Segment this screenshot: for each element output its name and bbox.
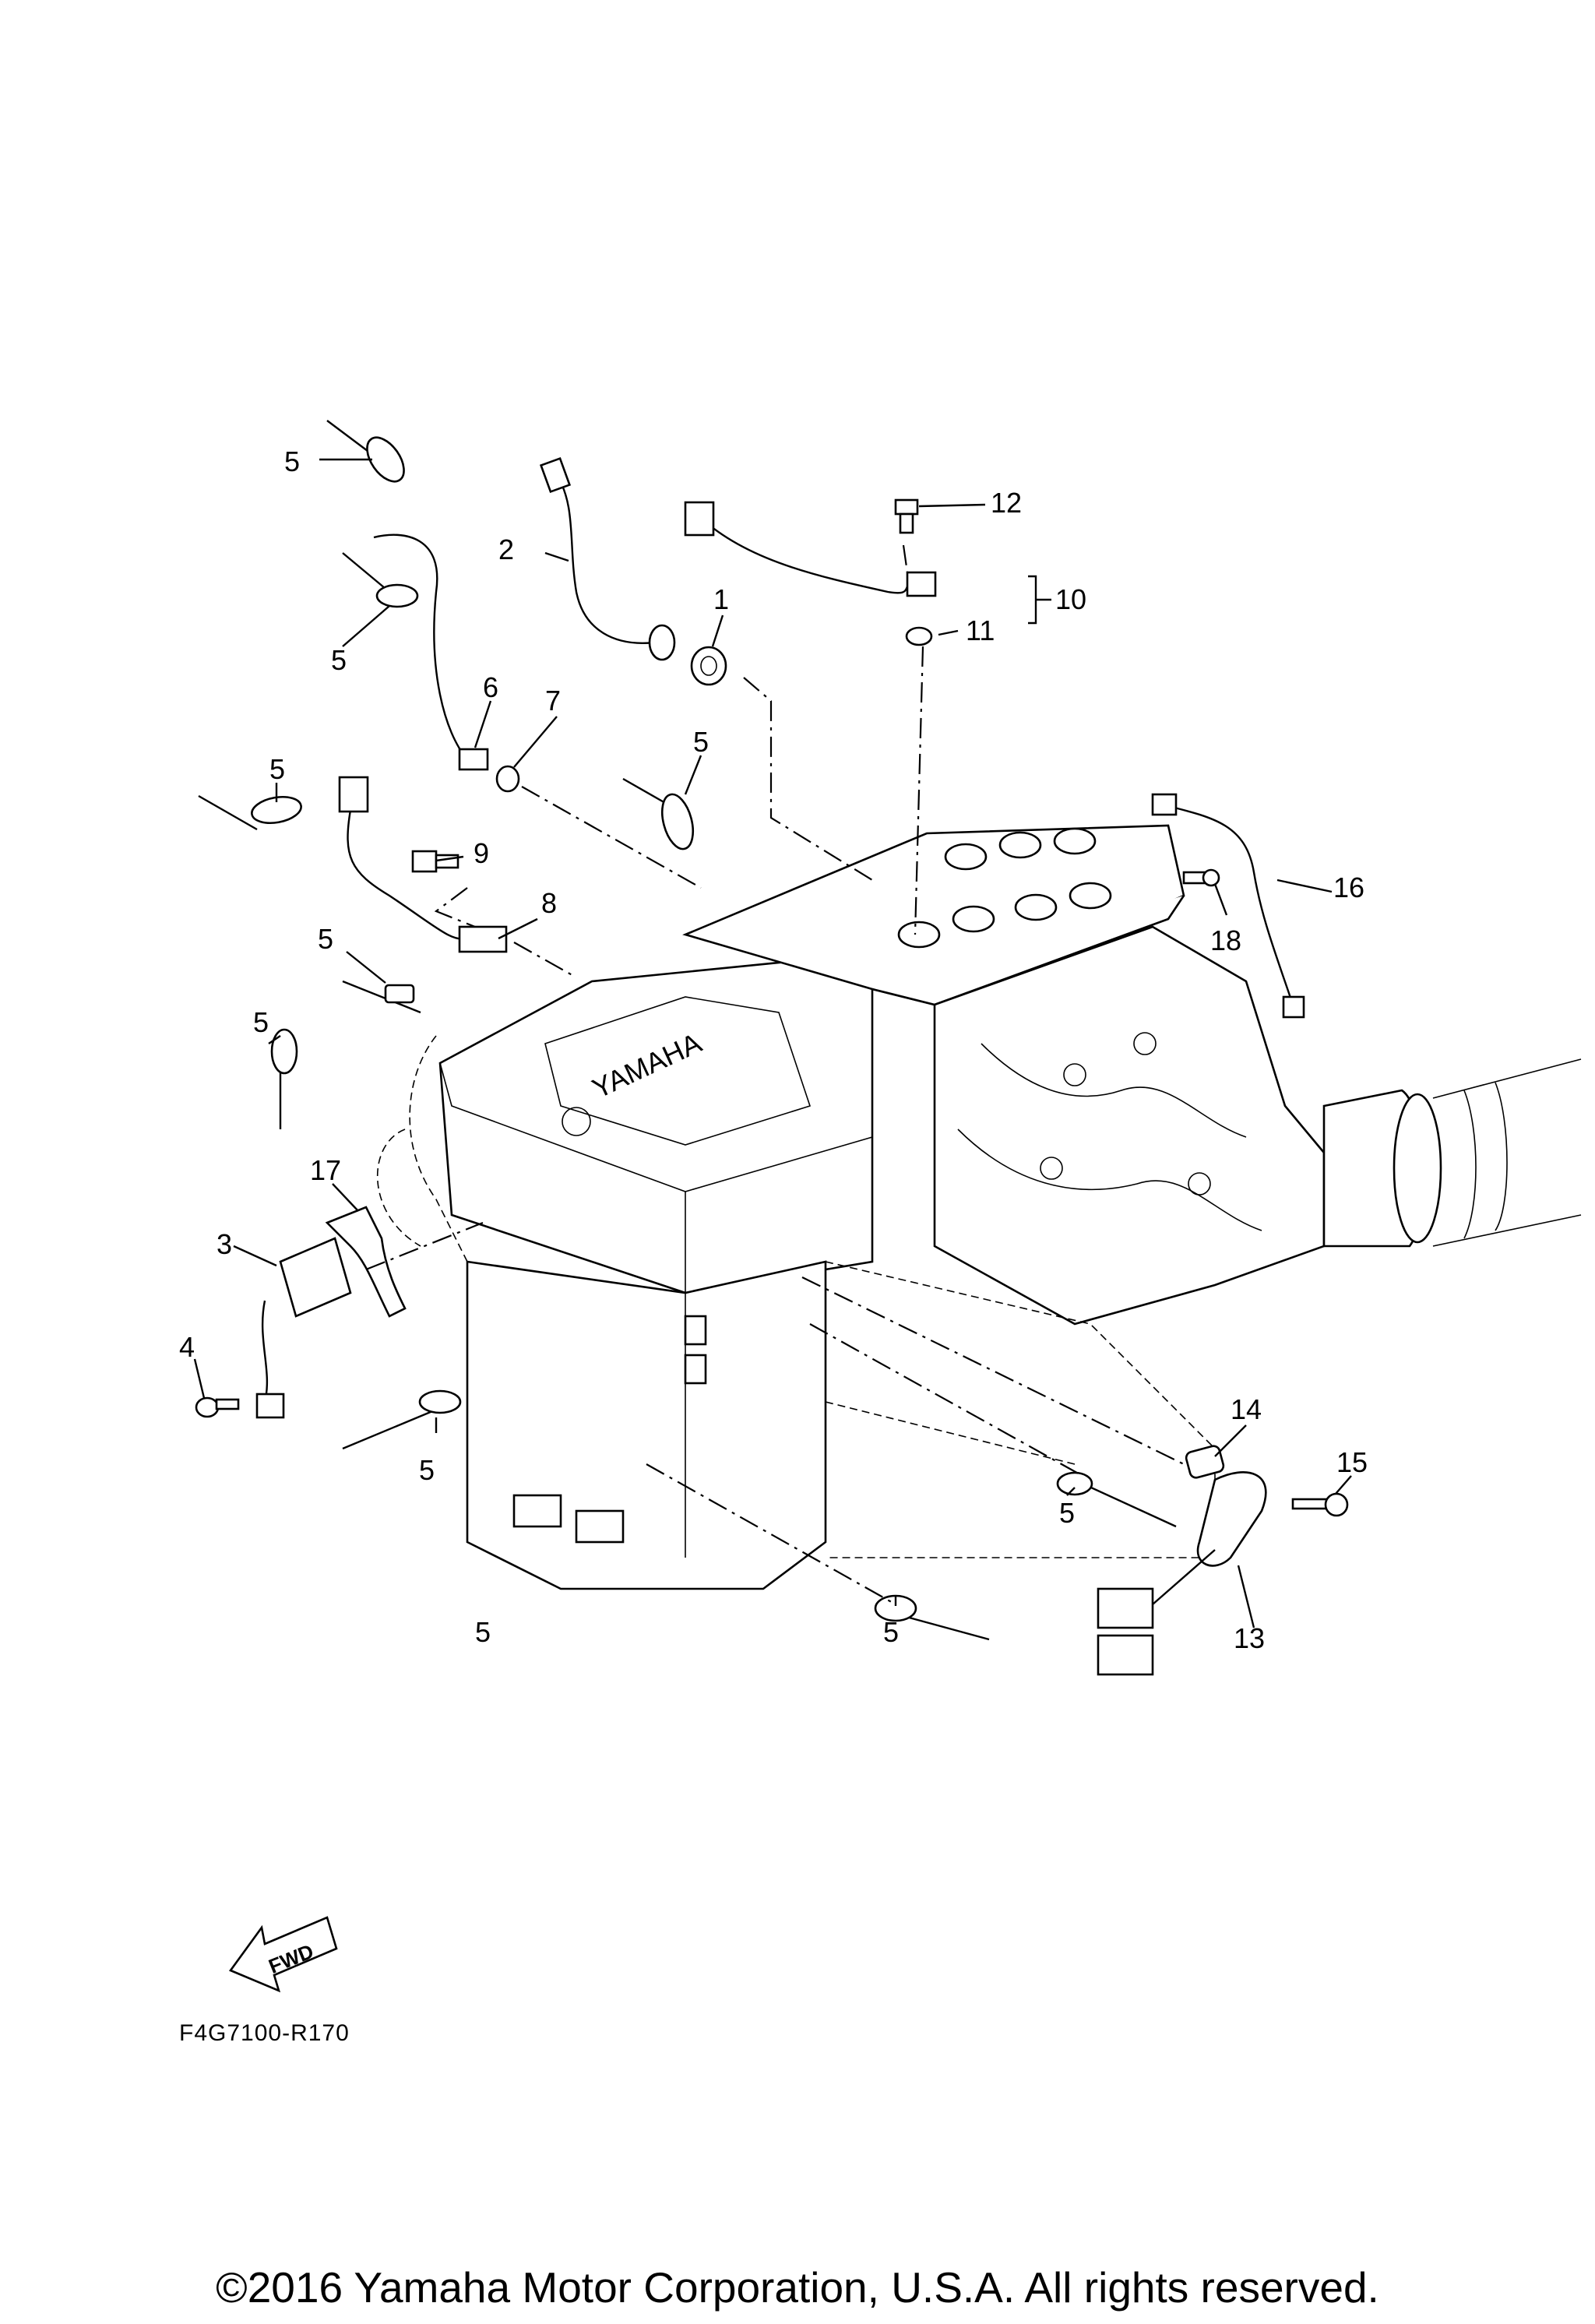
callout-9: 9 <box>474 837 489 869</box>
fwd-arrow-icon: FWD <box>228 1916 338 1993</box>
part-4-screw <box>195 1396 240 1418</box>
plug-ports <box>897 827 1112 949</box>
callout-5j: 5 <box>475 1616 491 1648</box>
assembly-lines <box>365 544 1185 1605</box>
callout-15: 15 <box>1336 1446 1368 1478</box>
cable-tie-5d <box>622 777 695 850</box>
cable-ties <box>198 420 1177 1641</box>
exhaust-outlet <box>1322 1058 1582 1248</box>
callout-11: 11 <box>966 614 995 646</box>
callout-5d: 5 <box>693 726 709 758</box>
part-7-washer <box>495 765 520 793</box>
callout-17: 17 <box>310 1154 341 1186</box>
diagram-code: F4G7100-R170 <box>179 2020 350 2046</box>
part-17-bracket <box>325 1206 407 1318</box>
part-9-bolt <box>411 850 459 873</box>
callout-5e: 5 <box>318 923 333 955</box>
callout-7: 7 <box>545 685 561 717</box>
callout-16: 16 <box>1333 872 1364 903</box>
part-8-cam-sensor <box>338 776 508 953</box>
leader-lines <box>193 458 1352 1629</box>
cable-tie-5e <box>342 980 421 1014</box>
part-12-bolt <box>894 498 919 534</box>
cable-tie-5i <box>874 1594 990 1641</box>
part-11-o-ring <box>905 626 933 646</box>
part-13-harness <box>1097 1471 1267 1676</box>
cable-tie-5f <box>270 1028 298 1129</box>
part-2-sensor-lead <box>539 456 676 661</box>
callout-6: 6 <box>483 671 498 703</box>
part-16-temp-sensor <box>1151 793 1305 1019</box>
callout-8: 8 <box>541 887 557 919</box>
callout-14: 14 <box>1231 1393 1262 1425</box>
cable-tie-5c <box>198 794 302 831</box>
part-1-sensor <box>690 646 727 686</box>
callout-4: 4 <box>179 1331 195 1363</box>
callout-1: 1 <box>713 583 729 615</box>
callout-5g: 5 <box>419 1454 435 1486</box>
callout-5c: 5 <box>269 753 285 785</box>
cable-tie-5h <box>1056 1471 1177 1528</box>
part-18-bolt <box>1182 868 1220 887</box>
callout-labels: 1 2 3 4 5 5 5 5 5 5 5 5 5 5 6 7 8 9 10 1… <box>179 445 1368 1654</box>
callout-5a: 5 <box>284 445 300 477</box>
callout-18: 18 <box>1210 924 1241 956</box>
callout-5h: 5 <box>1059 1497 1075 1529</box>
callout-2: 2 <box>498 533 514 565</box>
cable-tie-5b <box>342 552 419 608</box>
callout-12: 12 <box>991 487 1022 519</box>
part-14-gasket <box>1185 1445 1225 1479</box>
callout-3: 3 <box>217 1228 232 1260</box>
part-15-bolt <box>1291 1492 1349 1517</box>
callout-5i: 5 <box>883 1616 899 1648</box>
cable-tie-5g <box>342 1389 462 1450</box>
copyright-text: ©2016 Yamaha Motor Corporation, U.S.A. A… <box>216 2263 1379 2312</box>
cable-tie-5a <box>326 420 405 483</box>
part-6-sensor <box>373 533 489 771</box>
callout-5f: 5 <box>253 1006 269 1038</box>
part-3-coil <box>255 1237 352 1419</box>
callout-5b: 5 <box>331 644 347 676</box>
callout-10: 10 <box>1055 583 1086 615</box>
engine-assembly: YAMAHA <box>376 824 1582 1590</box>
part-10-sensor <box>684 501 937 597</box>
callout-13: 13 <box>1234 1622 1265 1654</box>
